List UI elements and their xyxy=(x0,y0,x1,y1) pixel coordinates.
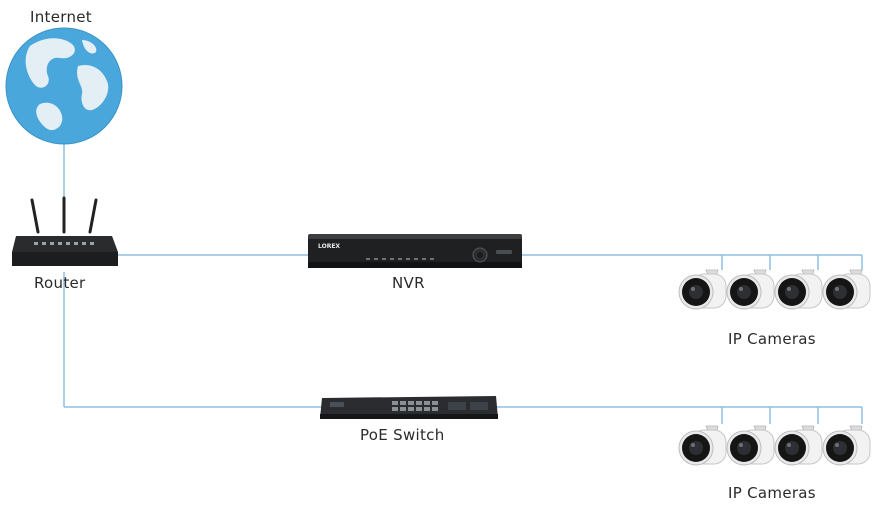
ip-camera-icon xyxy=(774,425,823,466)
ip-camera-icon xyxy=(726,269,775,310)
ip-camera-icon xyxy=(726,425,775,466)
router-label: Router xyxy=(34,274,86,292)
nvr-icon: LOREX xyxy=(308,234,522,268)
ip-camera-group-bottom xyxy=(678,425,871,466)
internet-label: Internet xyxy=(30,8,92,26)
connector-lines xyxy=(63,144,863,424)
nvr-label: NVR xyxy=(392,274,425,292)
ip-cameras-top-label: IP Cameras xyxy=(728,330,816,348)
ip-cameras-bottom-label: IP Cameras xyxy=(728,484,816,502)
ip-camera-icon xyxy=(678,269,727,310)
globe-icon xyxy=(5,27,123,145)
router-icon xyxy=(12,196,118,266)
ip-camera-icon xyxy=(678,425,727,466)
poe-switch-label: PoE Switch xyxy=(360,426,445,444)
ip-camera-icon xyxy=(822,269,871,310)
ip-camera-icon xyxy=(774,269,823,310)
nvr-brand-logo: LOREX xyxy=(318,243,340,250)
poe-switch-icon xyxy=(320,396,498,419)
ip-camera-group-top xyxy=(678,269,871,310)
ip-camera-icon xyxy=(822,425,871,466)
